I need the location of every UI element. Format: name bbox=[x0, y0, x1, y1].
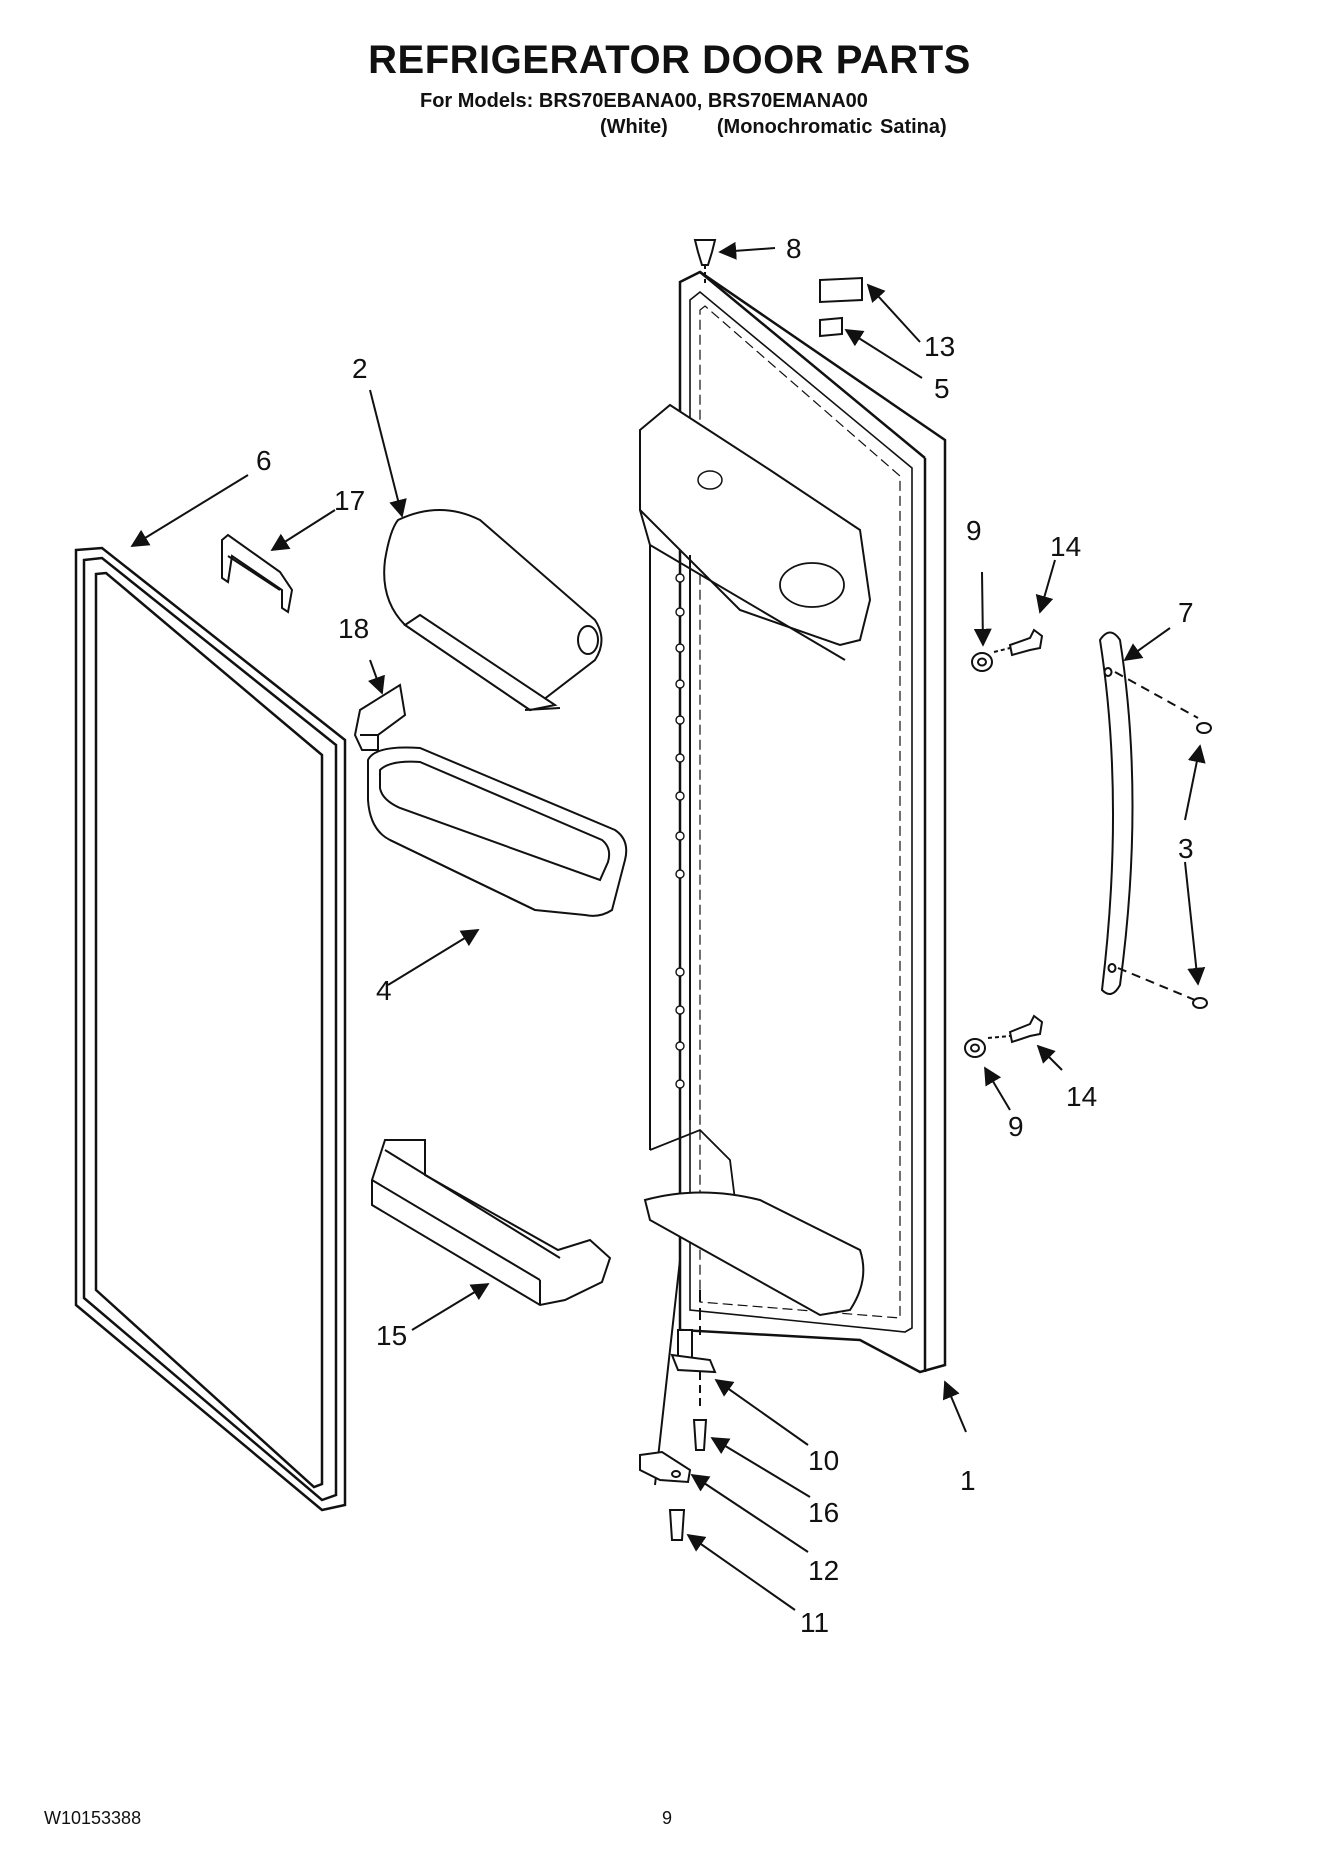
callout-11: 11 bbox=[800, 1607, 829, 1638]
door-bin bbox=[367, 746, 628, 917]
handle-mount-hardware bbox=[964, 628, 1044, 1058]
door-handle bbox=[1098, 631, 1212, 1009]
door-top-plug bbox=[693, 239, 717, 285]
callout-2: 2 bbox=[352, 353, 368, 384]
callout-3: 3 bbox=[1178, 833, 1194, 864]
callout-14a: 14 bbox=[1050, 531, 1081, 562]
door-gasket bbox=[74, 546, 347, 1512]
page-number: 9 bbox=[662, 1808, 673, 1828]
callout-1: 1 bbox=[960, 1465, 976, 1496]
callout-leaders bbox=[130, 241, 1206, 1611]
callout-16: 16 bbox=[808, 1497, 839, 1528]
callout-4: 4 bbox=[376, 975, 392, 1006]
bin-clip bbox=[353, 683, 407, 751]
lower-hinge-assembly bbox=[639, 1259, 717, 1541]
model-variants: (White) (Monochromatic Satina) bbox=[600, 116, 947, 139]
shelf-bracket bbox=[221, 533, 294, 614]
callout-12: 12 bbox=[808, 1555, 839, 1586]
models-line: For Models: BRS70EBANA00, BRS70EMANA00 bbox=[420, 90, 868, 112]
door-labels bbox=[819, 276, 863, 338]
callout-18: 18 bbox=[338, 613, 369, 644]
dairy-compartment bbox=[383, 509, 603, 712]
page-title: REFRIGERATOR DOOR PARTS bbox=[368, 38, 971, 82]
lower-door-shelf bbox=[371, 1139, 612, 1307]
callout-9a: 9 bbox=[966, 515, 982, 546]
callout-numbers: 6 17 2 18 4 15 8 13 5 9 14 7 3 14 9 10 1… bbox=[256, 233, 1194, 1638]
refrigerator-door bbox=[639, 270, 947, 1374]
document-number: W10153388 bbox=[44, 1808, 142, 1828]
variant-satina: (Monochromatic Satina) bbox=[716, 116, 947, 138]
callout-8: 8 bbox=[786, 233, 802, 264]
variant-white: (White) bbox=[600, 116, 668, 138]
callout-5: 5 bbox=[934, 373, 950, 404]
door-screw-holes bbox=[675, 573, 685, 1089]
callout-17: 17 bbox=[334, 485, 365, 516]
callout-9b: 9 bbox=[1008, 1111, 1024, 1142]
callout-6: 6 bbox=[256, 445, 272, 476]
callout-13: 13 bbox=[924, 331, 955, 362]
callout-14b: 14 bbox=[1066, 1081, 1097, 1112]
callout-10: 10 bbox=[808, 1445, 839, 1476]
callout-15: 15 bbox=[376, 1320, 407, 1351]
callout-7: 7 bbox=[1178, 597, 1194, 628]
